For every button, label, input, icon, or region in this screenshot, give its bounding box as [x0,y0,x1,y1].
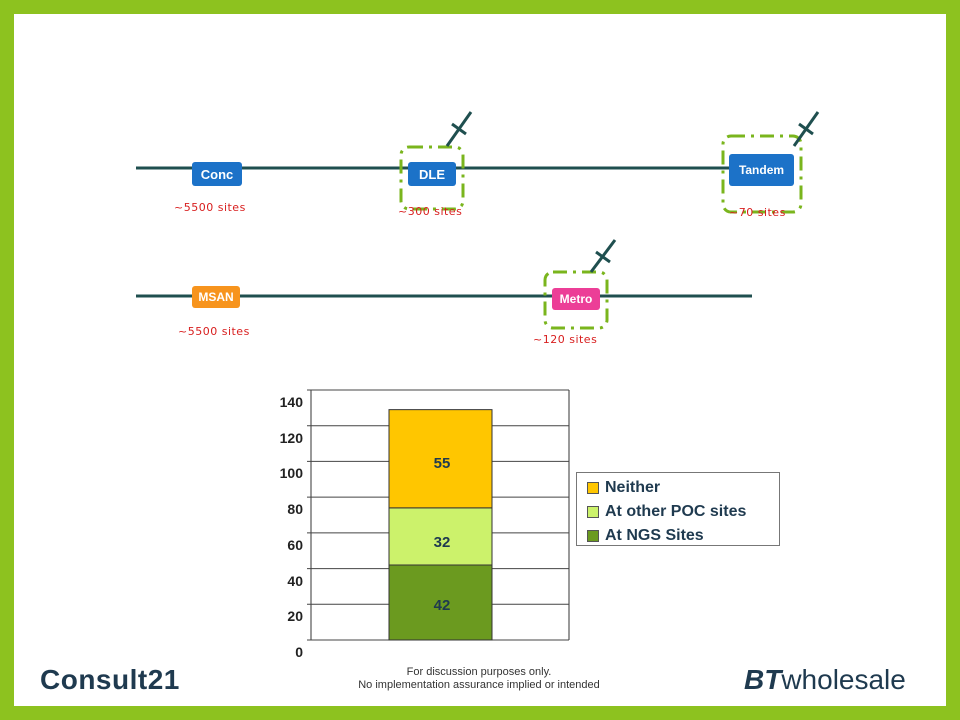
metro-sites: ~120 sites [533,333,598,346]
bt-logo-text: wholesale [781,664,906,695]
consult21-logo: Consult21 [40,664,180,695]
node-msan: MSAN [192,286,240,308]
slide: Conc DLE Tandem ~5500 sites ~300 sites ~… [14,14,946,706]
legend-item-other-poc: At other POC sites [587,503,746,521]
y-tick-40: 40 [287,572,303,589]
bar-segment-neither [388,409,493,509]
y-tick-0: 0 [295,644,303,660]
legend-swatch-ngs [587,530,599,542]
node-conc: Conc [192,162,242,186]
y-tick-60: 60 [287,536,303,553]
legend-item-ngs: At NGS Sites [587,527,704,545]
metro-dash-box [543,270,609,330]
tandem-sites: ~70 sites [729,206,786,219]
tandem-dash-box [721,134,803,214]
tandem-interconnect-icon [792,111,820,147]
y-tick-100: 100 [279,465,303,482]
chart-legend: Neither At other POC sites At NGS Sites [576,472,780,546]
legend-label-other-poc: At other POC sites [605,503,747,520]
legend-swatch-neither [587,482,599,494]
chart-plot [307,389,570,641]
legend-item-neither: Neither [587,479,660,497]
node-metro: Metro [552,288,600,310]
dle-dash-box [399,145,465,211]
disclaimer-line-2: No implementation assurance implied or i… [358,679,600,691]
network-diagram [136,111,820,641]
legend-label-neither: Neither [605,479,661,496]
y-tick-20: 20 [287,608,303,625]
bar-segment-other-poc [388,507,493,566]
y-tick-140: 140 [279,394,303,410]
y-tick-120: 120 [279,429,303,446]
disclaimer: For discussion purposes only. No impleme… [294,666,664,692]
node-dle: DLE [408,162,456,186]
msan-sites: ~5500 sites [178,325,250,338]
legend-swatch-other-poc [587,506,599,518]
conc-sites: ~5500 sites [174,201,246,214]
y-tick-80: 80 [287,501,303,518]
bar-label-neither: 55 [433,455,451,472]
bar-label-ngs: 42 [433,597,451,614]
metro-interconnect-icon [589,239,617,273]
dle-interconnect-icon [445,111,473,147]
disclaimer-line-1: For discussion purposes only. [406,666,552,678]
bar-segment-ngs [388,564,493,641]
legend-label-ngs: At NGS Sites [605,527,704,544]
node-tandem: Tandem [729,154,794,186]
bt-wholesale-logo: BTwholesale [744,664,906,696]
dle-sites: ~300 sites [398,205,463,218]
bar-label-other-poc: 32 [433,534,451,551]
bt-logo-mark: BT [744,664,782,695]
